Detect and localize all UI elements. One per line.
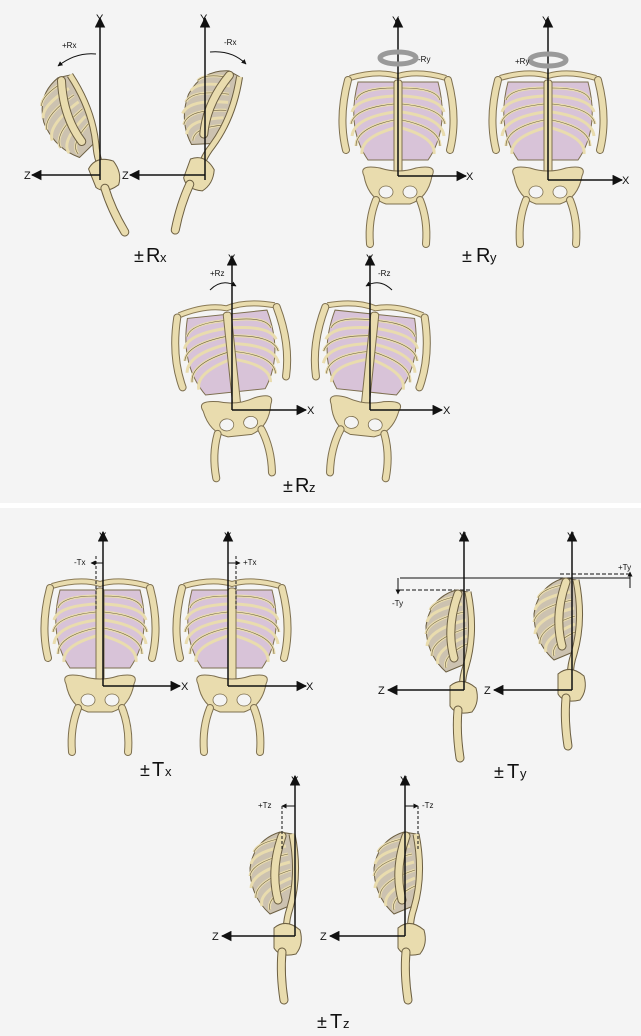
svg-text:T: T (330, 1011, 342, 1033)
svg-text:R: R (146, 245, 160, 267)
motion-label: -Ty (392, 599, 403, 608)
tx-group: Y X -Tx Y X +Tx ± T x (44, 531, 314, 781)
skeleton-rz-pos (171, 300, 299, 481)
motion-label: +Tz (258, 801, 272, 810)
z-axis-label: Z (484, 685, 491, 697)
caption-rx: ± R x (134, 245, 167, 267)
x-axis-label: X (466, 171, 474, 183)
skeleton-tz-pos (250, 832, 301, 1000)
motion-label: -Tx (74, 558, 86, 567)
z-axis-label: Z (378, 685, 385, 697)
x-axis-label: X (443, 405, 451, 417)
motion-label: -Tz (422, 801, 434, 810)
z-axis-label: Z (24, 170, 31, 182)
skeleton-tx-pos (176, 581, 287, 752)
skeleton-ty-neg (426, 590, 477, 758)
y-axis-label: Y (224, 531, 232, 543)
rotation-arrow (58, 54, 96, 66)
svg-text:±: ± (283, 476, 293, 496)
tz-group: Y Z +Tz Y Z -Tz ± T z (212, 775, 434, 1033)
skeleton-tz-neg (374, 832, 425, 1000)
svg-text:R: R (295, 475, 309, 497)
ty-group: Y Z -Ty Y Z +Ty ± T y (378, 531, 631, 783)
motion-label: -Rz (378, 269, 390, 278)
y-axis-label: Y (96, 13, 104, 25)
z-axis-label: Z (122, 170, 129, 182)
svg-text:y: y (520, 766, 527, 781)
motion-label: +Rz (210, 269, 224, 278)
svg-text:T: T (152, 759, 164, 781)
ry-group: Y X -Ry Y X +Ry ± R y (342, 15, 630, 267)
svg-text:±: ± (462, 246, 472, 266)
skeleton-rz-neg (303, 300, 431, 481)
svg-text:T: T (507, 761, 519, 783)
y-axis-label: Y (400, 775, 408, 787)
motion-label: -Rx (224, 38, 236, 47)
rotation-arrow (210, 52, 246, 64)
skeleton-ty-pos (534, 578, 585, 746)
svg-text:±: ± (134, 246, 144, 266)
x-axis-label: X (307, 405, 315, 417)
y-axis-label: Y (459, 531, 467, 543)
motion-label: +Rx (62, 41, 76, 50)
y-axis-label: Y (366, 253, 374, 265)
svg-text:x: x (160, 250, 167, 265)
caption-rz: ± R z (283, 475, 316, 497)
motion-label: +Tx (243, 558, 257, 567)
x-axis-label: X (181, 681, 189, 693)
y-axis-label: Y (99, 531, 107, 543)
svg-text:±: ± (140, 760, 150, 780)
svg-text:±: ± (494, 762, 504, 782)
caption-ry: ± R y (462, 245, 497, 267)
y-axis-label: Y (228, 253, 236, 265)
y-axis-label: Y (291, 775, 299, 787)
y-axis-label: Y (200, 13, 208, 25)
svg-text:R: R (476, 245, 490, 267)
x-axis-label: X (306, 681, 314, 693)
z-axis-label: Z (320, 931, 327, 943)
caption-tz: ± T z (317, 1011, 350, 1033)
y-axis-label: Y (567, 531, 575, 543)
skeleton-rx-pos (30, 70, 141, 245)
y-axis-label: Y (392, 15, 400, 27)
motion-label: +Ty (618, 563, 631, 572)
x-axis-label: X (622, 175, 630, 187)
z-axis-label: Z (212, 931, 219, 943)
motion-label: -Ry (418, 55, 430, 64)
svg-text:x: x (165, 764, 172, 779)
caption-tx: ± T x (140, 759, 172, 781)
svg-text:y: y (490, 250, 497, 265)
caption-ty: ± T y (494, 761, 527, 783)
rz-group: Y X +Rz Y X -Rz ± R z (171, 253, 451, 497)
rx-group: Y Z +Rx Y Z -Rx ± R x (24, 13, 249, 267)
svg-text:z: z (343, 1016, 350, 1031)
svg-text:±: ± (317, 1012, 327, 1032)
y-axis-label: Y (542, 15, 550, 27)
skeleton-rx-neg (143, 61, 249, 236)
skeleton-tx-neg (44, 581, 155, 752)
svg-text:z: z (309, 480, 316, 495)
motion-label: +Ry (515, 57, 529, 66)
